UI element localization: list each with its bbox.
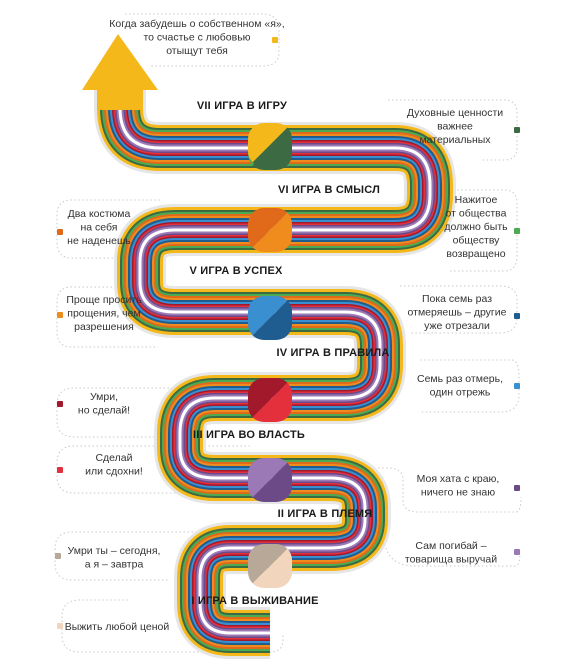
quote-line: уже отрезали <box>424 320 490 332</box>
quote-line: важнее <box>437 121 473 133</box>
quote-outlines <box>54 13 522 653</box>
quote-marker <box>272 37 278 43</box>
level-label-7: VII ИГРА В ИГРУ <box>197 100 287 112</box>
quote-line: Проще просить <box>66 294 142 306</box>
quote-line: от общества <box>446 208 507 220</box>
quote-line: разрешения <box>74 321 134 333</box>
quote-line: Сделай <box>95 452 132 464</box>
level-label-5: V ИГРА В УСПЕХ <box>189 265 283 277</box>
quote-line: но сделай! <box>78 405 130 417</box>
quote-marker <box>57 623 63 629</box>
quote-q4: Моя хата с краю, ничего не знаю <box>417 473 500 499</box>
level-token-7 <box>248 123 292 167</box>
quote-line: или сдохни! <box>85 466 143 478</box>
quote-line: товарища выручай <box>405 554 497 566</box>
quote-q6: Умри, но сделай! <box>78 391 130 417</box>
quote-marker <box>514 549 520 555</box>
quote-q5: Сделай или сдохни! <box>85 452 143 478</box>
quote-line: не наденешь <box>67 235 131 247</box>
quote-marker <box>514 127 520 133</box>
level-token-4 <box>248 296 292 340</box>
level-token-2 <box>248 458 292 502</box>
arrow-head <box>82 34 158 90</box>
level-token-5 <box>248 208 292 252</box>
quote-line: Духовные ценности <box>407 107 503 119</box>
quote-line: Два костюма <box>68 208 131 220</box>
quote-line: Моя хата с краю, <box>417 473 500 485</box>
quote-line: отыщут тебя <box>166 45 228 57</box>
quote-line: возвращено <box>446 248 505 260</box>
quote-line: Умри, <box>90 391 118 403</box>
level-label-3: III ИГРА ВО ВЛАСТЬ <box>193 429 305 441</box>
quote-marker <box>55 553 61 559</box>
level-label-1: I ИГРА В ВЫЖИВАНИЕ <box>191 595 318 607</box>
quote-line: материальных <box>419 134 491 146</box>
level-labels: I ИГРА В ВЫЖИВАНИЕ II ИГРА В ПЛЕМЯ III И… <box>189 100 389 607</box>
quote-marker <box>514 383 520 389</box>
quote-line: Пока семь раз <box>422 293 492 305</box>
arrow-shaft <box>98 88 142 110</box>
level-label-4: IV ИГРА В ПРАВИЛА <box>276 347 389 359</box>
quote-line: Умри ты – сегодня, <box>68 545 161 557</box>
quote-line: Семь раз отмерь, <box>417 373 503 385</box>
quote-marker <box>514 228 520 234</box>
quote-line: то счастье с любовью <box>143 32 250 44</box>
quote-marker <box>57 312 63 318</box>
quote-line: Сам погибай – <box>415 540 486 552</box>
quote-line: ничего не знаю <box>421 487 495 499</box>
quote-line: обществу <box>453 235 501 247</box>
quote-marker <box>57 401 63 407</box>
quote-line: должно быть <box>444 221 508 233</box>
quote-marker <box>57 229 63 235</box>
quote-marker <box>514 313 520 319</box>
quote-marker <box>514 485 520 491</box>
quote-q1: Выжить любой ценой <box>65 621 170 633</box>
level-token-3 <box>248 378 292 422</box>
quote-q2: Умри ты – сегодня, а я – завтра <box>68 545 161 571</box>
level-token-1 <box>248 544 292 588</box>
quote-q3: Сам погибай – товарища выручай <box>405 540 497 566</box>
quote-line: Выжить любой ценой <box>65 621 170 633</box>
quote-line: один отрежь <box>430 387 491 399</box>
quote-line: Когда забудешь о собственном «я», <box>109 18 284 30</box>
quote-q13: Когда забудешь о собственном «я», то счас… <box>109 18 284 57</box>
quote-q7: Семь раз отмерь, один отрежь <box>417 373 503 399</box>
level-label-6: VI ИГРА В СМЫСЛ <box>278 184 380 196</box>
quote-line: прощения, чем <box>67 308 140 320</box>
quote-line: а я – завтра <box>85 559 144 571</box>
quote-line: Нажитое <box>455 194 498 206</box>
quote-line: на себя <box>81 222 118 234</box>
level-tokens <box>248 123 292 588</box>
quote-marker <box>57 467 63 473</box>
quote-line: отмеряешь – другие <box>408 307 507 319</box>
quotes: Выжить любой ценой Умри ты – сегодня, а я … <box>55 18 520 633</box>
level-label-2: II ИГРА В ПЛЕМЯ <box>278 508 373 520</box>
